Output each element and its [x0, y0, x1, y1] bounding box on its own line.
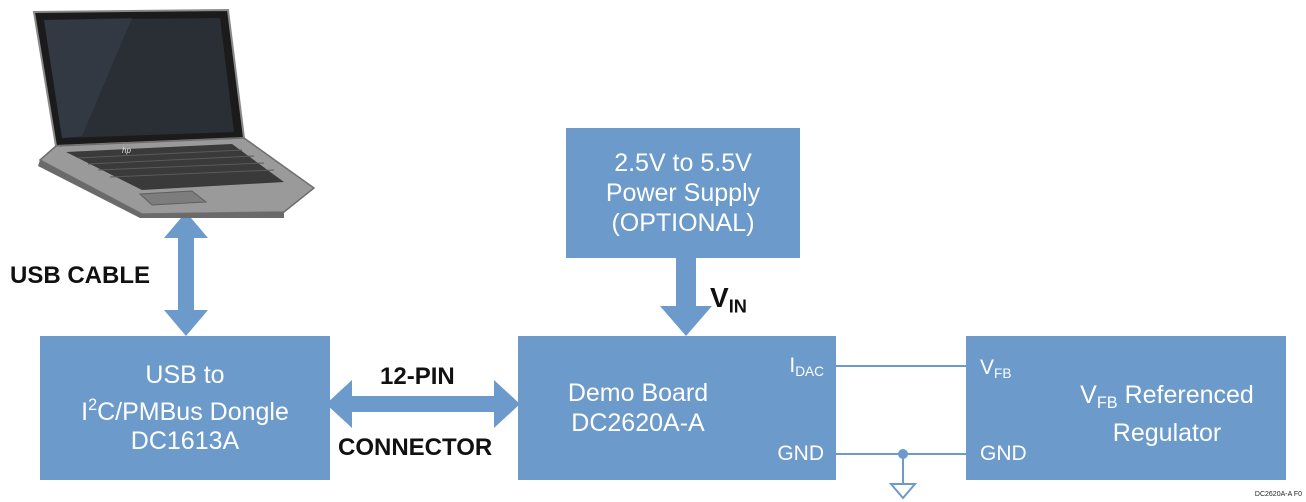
pin-idac: IDAC	[789, 354, 824, 380]
usb-cable-label: USB CABLE	[10, 262, 151, 289]
regulator-box: VFB GND VFB Referenced Regulator	[966, 336, 1286, 480]
dongle-line2: I2C/PMBus Dongle	[81, 395, 289, 426]
laptop-icon	[32, 8, 316, 218]
dongle-line1: USB to	[145, 360, 225, 389]
regulator-title: VFB Referenced Regulator	[1080, 381, 1254, 447]
figure-caption: DC2620A-A F0	[1254, 491, 1302, 498]
dongle-model: DC1613A	[130, 427, 240, 456]
power-supply-optional: (OPTIONAL)	[611, 209, 755, 237]
usb-cable-arrow	[164, 212, 208, 336]
power-supply-box: 2.5V to 5.5V Power Supply (OPTIONAL)	[566, 128, 800, 258]
vin-label: VIN	[710, 282, 747, 317]
pin-vfb: VFB	[980, 356, 1012, 382]
pin-gnd-regulator: GND	[980, 442, 1027, 465]
ground-symbol	[888, 483, 918, 500]
laptop-brand-logo: hp	[122, 146, 131, 155]
power-supply-label: Power Supply	[605, 179, 761, 207]
dongle-box: USB to I2C/PMBus Dongle DC1613A	[40, 336, 330, 480]
connector-arrow	[326, 380, 520, 428]
connector-label: CONNECTOR	[338, 434, 493, 461]
pin12-label: 12-PIN	[380, 363, 455, 390]
power-supply-voltage: 2.5V to 5.5V	[614, 149, 752, 177]
demo-board-box: Demo Board DC2620A-A IDAC GND	[518, 336, 836, 480]
pin-gnd-demo: GND	[777, 442, 824, 465]
demo-board-title: Demo Board DC2620A-A	[567, 379, 709, 437]
vin-arrow	[660, 258, 712, 336]
